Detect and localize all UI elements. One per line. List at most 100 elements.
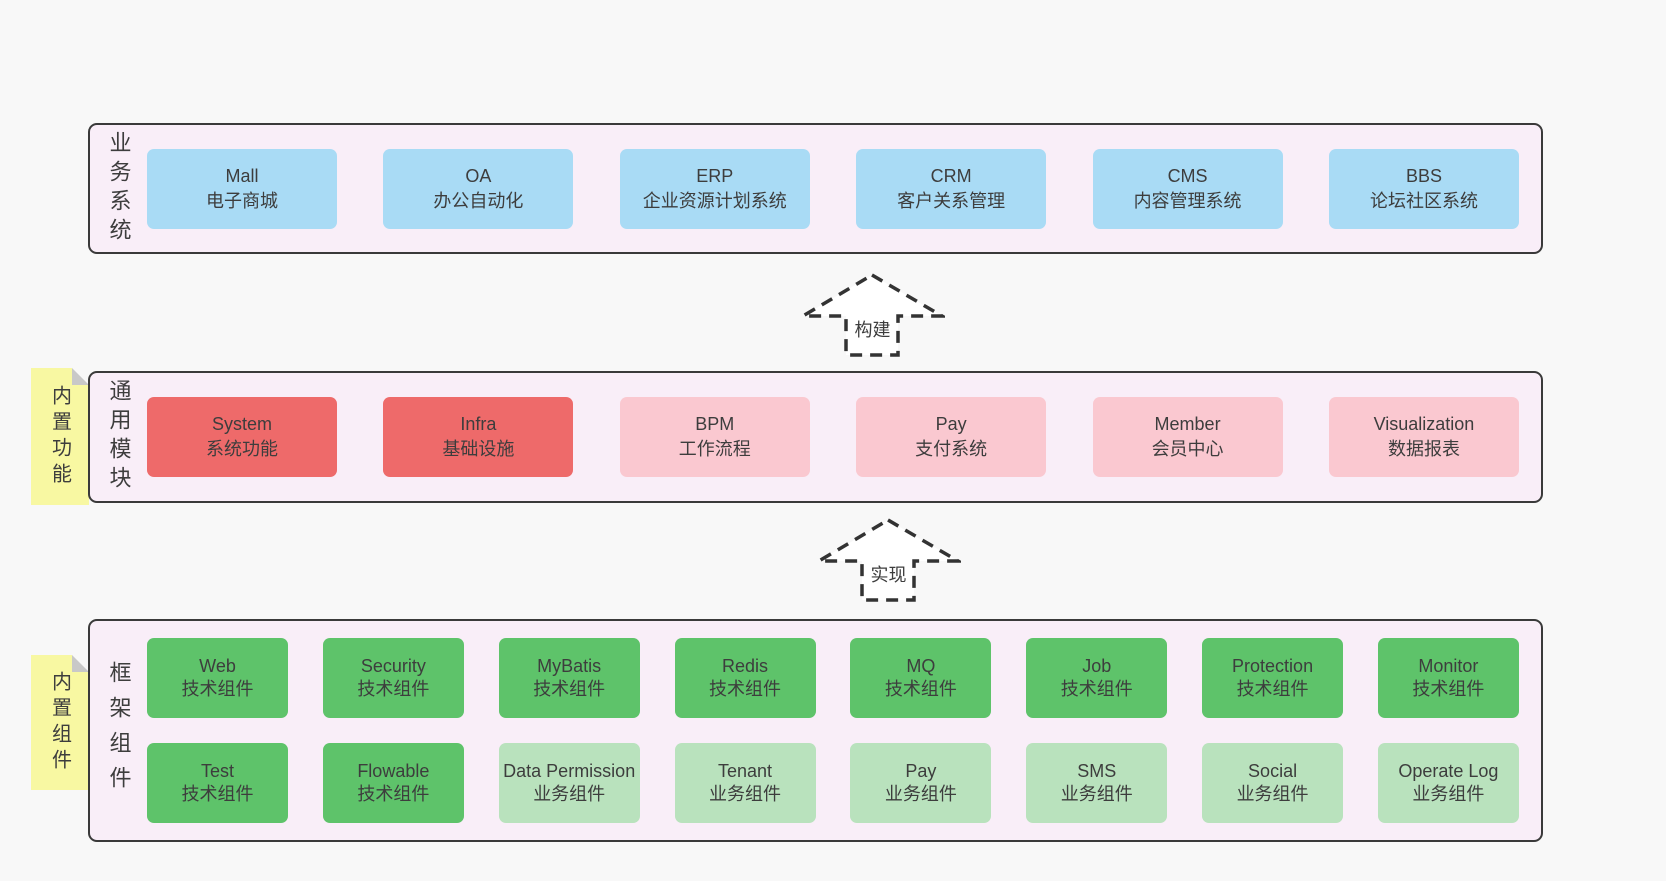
build-arrow-icon: 构建 [800,272,945,358]
box-redis: Redis 技术组件 [674,638,816,718]
box-bpm: BPM 工作流程 [619,397,810,477]
box-title: Infra [460,414,497,435]
box-crm: CRM 客户关系管理 [856,148,1047,229]
tech-components-row: Web 技术组件 Security 技术组件 MyBatis 技术组件 Redi… [147,638,1519,718]
box-subtitle: 业务组件 [533,784,606,804]
business-systems-row: Mall 电子商城 OA 办公自动化 ERP 企业资源计划系统 CRM 客户关系… [147,148,1519,229]
dashed-up-arrow-icon [816,517,961,602]
panel-business-systems: 业务系统 Mall 电子商城 OA 办公自动化 ERP 企业资源计划系统 CRM… [88,123,1543,254]
box-title: CRM [930,165,972,186]
box-title: CMS [1167,165,1208,186]
box-subtitle: 客户关系管理 [897,190,1006,211]
box-subtitle: 技术组件 [181,784,254,804]
box-subtitle: 业务组件 [1412,784,1485,804]
box-member: Member 会员中心 [1092,397,1283,477]
common-modules-row: System 系统功能 Infra 基础设施 BPM 工作流程 Pay 支付系统… [147,397,1519,477]
panel-title: 业务系统 [106,130,132,247]
box-subtitle: 业务组件 [1060,784,1133,804]
box-subtitle: 技术组件 [884,679,957,699]
panel-framework-components: 框架组件 Web 技术组件 Security 技术组件 MyBatis 技术组件… [88,619,1543,842]
box-title: Social [1248,760,1298,781]
box-title: Member [1154,414,1221,435]
box-subtitle: 企业资源计划系统 [642,190,787,211]
box-title: ERP [696,165,734,186]
sticky-label: 内置组件 [48,670,71,775]
box-pay-component: Pay 业务组件 [850,743,992,823]
panel-common-modules: 通用模块 System 系统功能 Infra 基础设施 BPM 工作流程 Pay… [88,371,1543,503]
box-cms: CMS 内容管理系统 [1092,148,1283,229]
box-mybatis: MyBatis 技术组件 [498,638,640,718]
box-job: Job 技术组件 [1026,638,1168,718]
box-title: SMS [1077,760,1117,781]
sticky-builtin-features: 内置功能 [31,368,89,505]
implement-arrow-label: 实现 [867,561,910,587]
box-title: Monitor [1418,655,1479,676]
box-subtitle: 论坛社区系统 [1369,190,1478,211]
box-subtitle: 技术组件 [181,679,254,699]
box-web: Web 技术组件 [147,638,288,718]
box-title: Pay [935,414,967,435]
box-test: Test 技术组件 [147,743,288,823]
box-system: System 系统功能 [147,397,337,477]
sticky-label: 内置功能 [48,384,71,489]
box-title: Data Permission [503,760,636,781]
box-security: Security 技术组件 [322,638,464,718]
box-pay-system: Pay 支付系统 [856,397,1047,477]
box-tenant: Tenant 业务组件 [674,743,816,823]
box-subtitle: 技术组件 [1060,679,1133,699]
box-title: Job [1082,655,1112,676]
box-subtitle: 办公自动化 [433,190,524,211]
panel-title: 通用模块 [106,379,132,495]
box-subtitle: 数据报表 [1387,439,1460,459]
implement-arrow-icon: 实现 [816,517,961,603]
box-visualization: Visualization 数据报表 [1328,397,1519,477]
box-subtitle: 技术组件 [1412,679,1485,699]
box-erp: ERP 企业资源计划系统 [619,148,810,229]
box-subtitle: 基础设施 [442,439,515,459]
box-title: Redis [722,655,769,676]
box-subtitle: 业务组件 [1236,784,1309,804]
box-subtitle: 会员中心 [1151,439,1224,459]
box-monitor: Monitor 技术组件 [1377,638,1519,718]
box-title: Test [200,760,234,781]
box-title: OA [465,165,492,186]
box-title: Protection [1232,655,1314,676]
box-subtitle: 电子商城 [206,190,278,211]
box-title: Visualization [1373,414,1475,435]
box-subtitle: 技术组件 [357,679,430,699]
box-subtitle: 工作流程 [678,439,751,459]
box-flowable: Flowable 技术组件 [322,743,464,823]
box-social: Social 业务组件 [1202,743,1344,823]
box-title: Tenant [718,760,773,781]
box-title: Web [199,655,236,676]
box-protection: Protection 技术组件 [1202,638,1344,718]
box-subtitle: 技术组件 [709,679,782,699]
box-title: Mall [225,165,259,186]
box-title: MyBatis [537,655,602,676]
box-subtitle: 技术组件 [1236,679,1309,699]
dashed-up-arrow-icon [800,272,945,357]
box-mall: Mall 电子商城 [147,148,337,229]
panel-title: 框架组件 [106,660,132,801]
box-mq: MQ 技术组件 [850,638,992,718]
box-subtitle: 业务组件 [709,784,782,804]
box-subtitle: 技术组件 [533,679,606,699]
box-subtitle: 内容管理系统 [1133,190,1242,211]
biz-components-row: Test 技术组件 Flowable 技术组件 Data Permission … [147,743,1519,823]
box-infra: Infra 基础设施 [383,397,574,477]
box-operate-log: Operate Log 业务组件 [1377,743,1519,823]
box-title: Operate Log [1398,760,1499,781]
box-subtitle: 支付系统 [915,439,988,459]
build-arrow-label: 构建 [851,316,894,342]
box-title: BBS [1405,165,1442,186]
box-sms: SMS 业务组件 [1026,743,1168,823]
box-title: Flowable [357,760,430,781]
box-title: Pay [905,760,937,781]
box-subtitle: 技术组件 [357,784,430,804]
sticky-builtin-components: 内置组件 [31,655,89,790]
box-title: BPM [695,414,735,435]
box-subtitle: 业务组件 [884,784,957,804]
box-subtitle: 系统功能 [206,439,278,459]
box-title: System [211,414,272,435]
